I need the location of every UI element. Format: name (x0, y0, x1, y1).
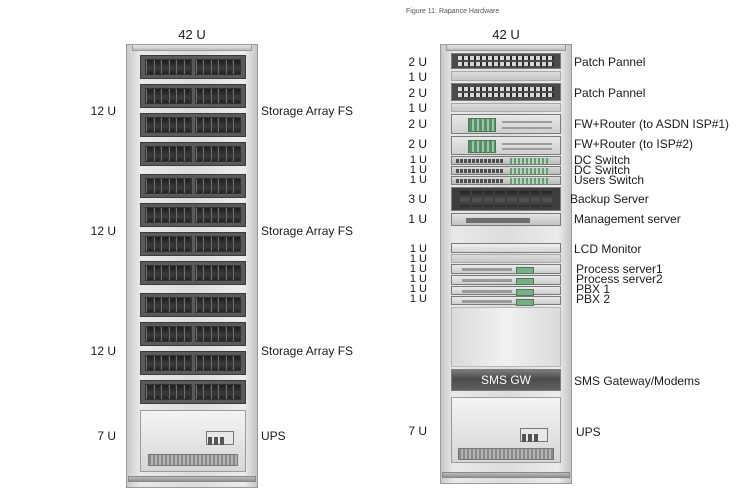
device-label: DC Switch (574, 163, 631, 177)
storage-shelf (140, 261, 246, 285)
device-units: 2 U (408, 55, 427, 69)
ups-vent (458, 448, 554, 460)
storage-shelf (140, 55, 246, 79)
fw-router-2 (451, 136, 561, 155)
section-units: 12 U (90, 224, 116, 238)
section-label: UPS (261, 429, 286, 443)
device-units: 1 U (409, 273, 427, 285)
device-units: 1 U (409, 293, 427, 305)
rack-left-total-units: 42 U (178, 27, 206, 42)
device-label: LCD Monitor (574, 242, 642, 256)
device-units: 3 U (408, 192, 427, 206)
patch-panel-2 (451, 83, 561, 101)
storage-shelf (140, 351, 246, 375)
device-label: Backup Server (570, 192, 649, 206)
storage-shelf (140, 380, 246, 404)
empty-rack-space (451, 307, 561, 367)
rack-right-total-units: 42 U (492, 27, 520, 42)
device-units: 1 U (408, 70, 427, 84)
storage-shelf (140, 113, 246, 137)
patch-panel-1 (451, 53, 561, 69)
device-label: DC Switch (574, 153, 631, 167)
ups-vent (148, 454, 238, 466)
rack-right-foot (442, 472, 570, 478)
device-label: PBX 1 (576, 282, 611, 296)
section-label: Storage Array FS (261, 104, 354, 118)
device-units: 1 U (409, 253, 427, 265)
section-units: 12 U (90, 344, 116, 358)
rack-left-foot (128, 476, 256, 482)
device-label: SMS Gateway/Modems (574, 374, 701, 388)
rack-right-top (446, 44, 566, 51)
process-server-1 (451, 264, 561, 274)
device-units: 1 U (409, 164, 427, 176)
section-units: 7 U (97, 429, 116, 443)
storage-shelf (140, 293, 246, 317)
section-label: Storage Array FS (261, 224, 354, 238)
storage-shelf (140, 142, 246, 166)
section-units: 12 U (90, 104, 116, 118)
storage-shelf (140, 322, 246, 346)
blank-panel (451, 103, 561, 112)
device-units: 1 U (409, 243, 427, 255)
process-server-2 (451, 275, 561, 285)
device-units: 1 U (409, 174, 427, 186)
device-label: Process server1 (576, 262, 663, 276)
dc-switch-2 (451, 166, 561, 175)
dc-switch-1 (451, 156, 561, 165)
device-units: 2 U (408, 117, 427, 131)
pbx-2 (451, 296, 561, 306)
fw-router-1 (451, 114, 561, 134)
storage-shelf (140, 232, 246, 256)
figure-caption: Figure 11: Rapance Hardware (406, 8, 500, 15)
storage-shelf (140, 84, 246, 108)
rack-left-top (132, 44, 252, 51)
backup-server (451, 187, 561, 211)
management-server (451, 213, 561, 226)
device-units: 1 U (409, 154, 427, 166)
device-units: 1 U (408, 101, 427, 115)
device-label: Patch Pannel (574, 55, 646, 69)
ups-control-panel (520, 428, 548, 442)
blank-panel (451, 71, 561, 81)
device-units: 1 U (408, 212, 427, 226)
ups-control-panel (206, 431, 234, 445)
storage-shelf (140, 174, 246, 198)
sms-gateway: SMS GW (451, 369, 561, 391)
device-units: 1 U (409, 263, 427, 275)
device-label: FW+Router (to ISP#2) (574, 137, 694, 151)
device-label: Management server (574, 212, 681, 226)
pbx-1 (451, 286, 561, 296)
users-switch (451, 176, 561, 185)
device-units: 1 U (409, 283, 427, 295)
device-label: FW+Router (to ASDN ISP#1) (574, 117, 730, 131)
lcd-monitor (451, 243, 561, 253)
device-units: 7 U (408, 424, 427, 438)
device-label: Users Switch (574, 173, 645, 187)
device-units: 2 U (408, 86, 427, 100)
device-label: Patch Pannel (574, 86, 646, 100)
storage-shelf (140, 203, 246, 227)
device-units: 2 U (408, 137, 427, 151)
device-label: UPS (576, 425, 601, 439)
section-label: Storage Array FS (261, 344, 354, 358)
blank-panel (451, 254, 561, 263)
device-label: Process server2 (576, 272, 663, 286)
device-label: PBX 2 (576, 292, 611, 306)
